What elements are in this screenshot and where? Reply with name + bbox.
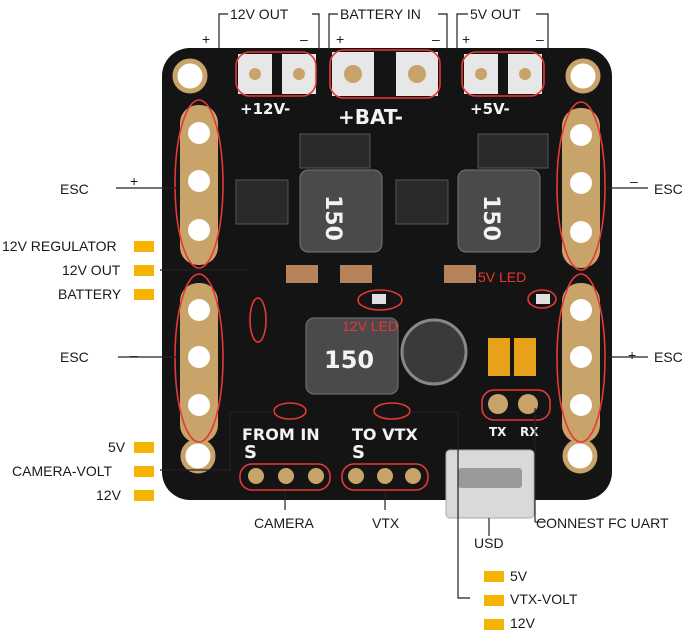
svg-text:150: 150 [320, 195, 345, 241]
marker-battery [134, 289, 154, 300]
label-battery: BATTERY [58, 286, 122, 302]
diode-top-right [477, 133, 549, 169]
svg-text:FROM IN: FROM IN [242, 425, 320, 444]
svg-text:S: S [244, 442, 257, 463]
marker-5v [134, 442, 154, 453]
camera-header: S [244, 442, 324, 484]
regulator-chip-right [395, 179, 449, 225]
tantalum-cap-2 [514, 338, 536, 376]
diode-top-left [299, 133, 371, 169]
svg-text:150: 150 [324, 346, 374, 374]
label-12v-out-left: 12V OUT [62, 262, 121, 278]
svg-text:–: – [432, 31, 440, 47]
mount-hole-tl [172, 58, 208, 94]
led-12v [372, 294, 386, 304]
vtx-header: S [348, 442, 421, 484]
label-vtx: VTX [372, 515, 400, 531]
marker-12v [134, 490, 154, 501]
label-vtx-volt: VTX-VOLT [510, 591, 578, 607]
inductor-1 [299, 169, 383, 253]
svg-text:–: – [536, 31, 544, 47]
marker-12v-bottom [484, 619, 504, 630]
label-esc-right-top: ESC [654, 181, 683, 197]
svg-text:–: – [630, 173, 638, 189]
inductor-3 [305, 317, 399, 395]
leader-lines [116, 13, 648, 599]
tantalum-cap-1 [488, 338, 510, 376]
svg-text:+: + [462, 31, 470, 47]
callouts [174, 49, 606, 491]
label-esc-left-bottom: ESC [60, 349, 89, 365]
svg-text:TO VTX: TO VTX [352, 425, 418, 444]
svg-text:–: – [130, 347, 138, 363]
label-camera-volt: CAMERA-VOLT [12, 463, 113, 479]
label-camera: CAMERA [254, 515, 315, 531]
mount-hole-tr [565, 58, 601, 94]
label-12v-regulator: 12V REGULATOR [2, 238, 117, 254]
svg-text:S: S [352, 442, 365, 463]
svg-text:TX: TX [489, 425, 507, 439]
uart-rx-pad [518, 394, 538, 414]
svg-text:RX: RX [520, 425, 539, 439]
svg-text:+: + [628, 347, 636, 363]
label-12v-led: 12V LED [342, 318, 398, 334]
marker-camera-volt [134, 466, 154, 477]
silk-bat: +BAT- [338, 105, 403, 129]
mount-hole-bl [180, 438, 216, 474]
marker-12v-regulator [134, 241, 154, 252]
electrolytic-capacitor [400, 318, 468, 386]
label-5v-led: 5V LED [478, 269, 526, 285]
label-usd: USD [474, 535, 504, 551]
cap-3 [444, 265, 476, 283]
label-5v-bottom: 5V [510, 568, 528, 584]
cap-2 [340, 265, 372, 283]
label-battery-in: BATTERY IN [340, 6, 421, 22]
marker-5v-bottom [484, 571, 504, 582]
svg-text:+: + [336, 31, 344, 47]
label-5v-out: 5V OUT [470, 6, 521, 22]
uart-tx-pad [488, 394, 508, 414]
svg-text:+: + [130, 173, 138, 189]
label-connest-fc-uart: CONNEST FC UART [536, 515, 669, 531]
mount-hole-br [562, 438, 598, 474]
silk-5v: +5V- [470, 100, 510, 118]
label-esc-left-top: ESC [60, 181, 89, 197]
led-5v [536, 294, 550, 304]
top-pads [238, 52, 542, 96]
label-5v: 5V [108, 439, 126, 455]
cap-1 [286, 265, 318, 283]
regulator-chip-left [235, 179, 289, 225]
board: +12V- +BAT- +5V- 150 150 150 TX RX FROM … [162, 48, 612, 519]
silk-12v: +12V- [240, 100, 290, 118]
inductor-2 [457, 169, 541, 253]
label-12v-bottom: 12V [510, 615, 536, 631]
label-esc-right-bottom: ESC [654, 349, 683, 365]
marker-12v-out [134, 265, 154, 276]
marker-vtx-volt [484, 595, 504, 606]
svg-text:+: + [202, 31, 210, 47]
svg-text:–: – [300, 31, 308, 47]
label-12v-out: 12V OUT [230, 6, 289, 22]
label-12v: 12V [96, 487, 122, 503]
svg-text:150: 150 [478, 195, 503, 241]
